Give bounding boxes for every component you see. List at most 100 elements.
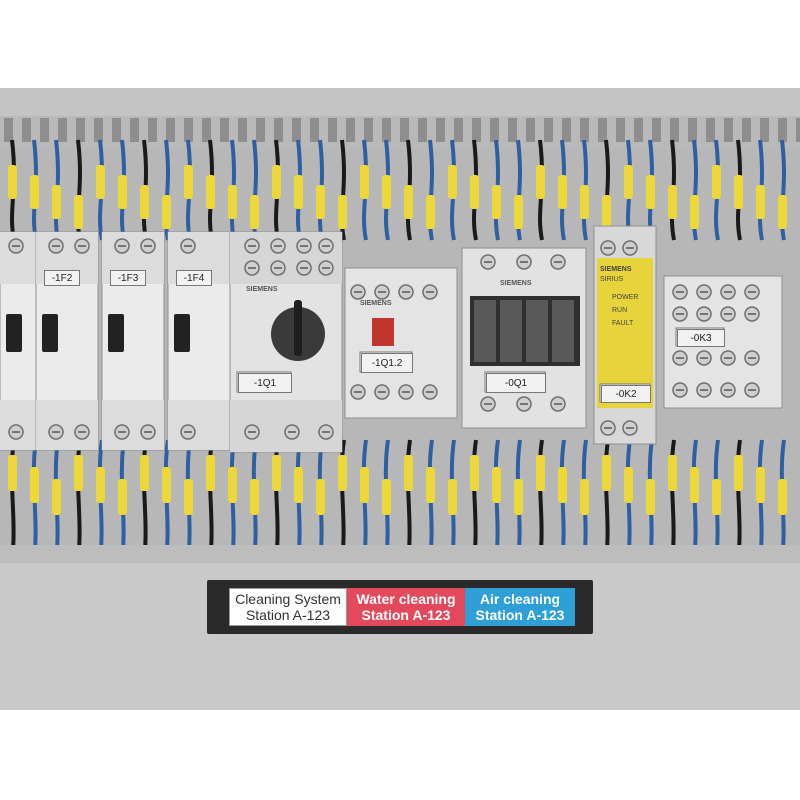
wire-marker — [250, 195, 259, 229]
wire-marker — [646, 175, 655, 209]
breaker-tag-1f4: -1F4 — [176, 270, 212, 286]
label-water-cleaning-line2: Station A-123 — [361, 607, 451, 623]
brand-label-contactor-small: SIEMENS — [360, 300, 392, 307]
wire-marker — [690, 195, 699, 229]
wire-marker — [734, 455, 743, 491]
cabinet-top-frame — [0, 88, 800, 116]
wire-marker — [448, 165, 457, 199]
wire-marker — [206, 175, 215, 209]
wire-marker — [536, 455, 545, 491]
wire-marker — [206, 455, 215, 491]
wire-marker — [140, 185, 149, 219]
wire-marker — [690, 467, 699, 503]
wire-marker — [492, 185, 501, 219]
breaker-unit — [101, 231, 165, 451]
wire-marker — [602, 455, 611, 491]
wire-marker — [118, 175, 127, 209]
wire-marker — [52, 185, 61, 219]
wire-marker — [184, 165, 193, 199]
wire-marker — [228, 185, 237, 219]
lower-cable-duct — [0, 545, 800, 565]
safety-relay-fault: FAULT — [612, 320, 634, 327]
wire-marker — [316, 479, 325, 515]
safety-relay — [593, 225, 657, 445]
wire-marker — [30, 467, 39, 503]
wire-marker — [668, 455, 677, 491]
breaker-unit — [35, 231, 99, 451]
wire-marker — [778, 195, 787, 229]
safety-relay-brand: SIEMENS — [600, 266, 632, 273]
contactor-large-tag: -0Q1 — [486, 373, 546, 393]
safety-relay-run: RUN — [612, 307, 628, 314]
wire-marker — [448, 479, 457, 515]
motor-starter-tag: -1Q1 — [238, 373, 292, 393]
breaker-unit — [167, 231, 231, 451]
terminal-screws — [8, 238, 760, 440]
wire-marker — [668, 185, 677, 219]
wire-marker — [360, 467, 369, 503]
breaker-tag-1f3: -1F3 — [110, 270, 146, 286]
wire-marker — [646, 479, 655, 515]
wire-marker — [756, 467, 765, 503]
wire-marker — [514, 195, 523, 229]
wire-marker — [558, 467, 567, 503]
label-cleaning-system-line1: Cleaning System — [235, 591, 341, 607]
wire-marker — [624, 165, 633, 199]
label-water-cleaning-line1: Water cleaning — [356, 591, 456, 607]
label-air-cleaning-line2: Station A-123 — [475, 607, 565, 623]
wire-marker — [382, 479, 391, 515]
wire-marker — [8, 165, 17, 199]
wire-marker — [712, 479, 721, 515]
wire-marker — [118, 479, 127, 515]
upper-cable-duct — [0, 116, 800, 156]
wire-marker — [162, 195, 171, 229]
wire-marker — [96, 467, 105, 503]
wire-marker — [30, 175, 39, 209]
wire-marker — [558, 175, 567, 209]
wire-marker — [316, 185, 325, 219]
contactor-large — [461, 247, 587, 429]
wire-marker — [228, 467, 237, 503]
wire-marker — [74, 455, 83, 491]
wire-marker — [492, 467, 501, 503]
circuit-breakers — [0, 231, 231, 451]
label-air-cleaning-line1: Air cleaning — [479, 591, 561, 607]
wire-marker — [536, 165, 545, 199]
wire-marker — [338, 195, 347, 229]
wire-marker — [338, 455, 347, 491]
aux-contactor-tag: -0K3 — [677, 329, 725, 347]
wire-marker — [382, 175, 391, 209]
label-cleaning-system-line2: Station A-123 — [245, 607, 331, 623]
wire-marker — [162, 467, 171, 503]
wire-marker — [8, 455, 17, 491]
wire-marker — [580, 479, 589, 515]
breaker-tag-1f2: -1F2 — [44, 270, 80, 286]
wire-marker — [96, 165, 105, 199]
wire-marker — [250, 479, 259, 515]
contactor-small-tag: -1Q1.2 — [361, 353, 413, 373]
wire-marker — [734, 175, 743, 209]
wire-marker — [470, 455, 479, 491]
wire-marker — [294, 467, 303, 503]
wire-marker — [712, 165, 721, 199]
wire-marker — [140, 455, 149, 491]
wire-marker — [580, 185, 589, 219]
wire-marker — [272, 165, 281, 199]
brand-label-contactor-large: SIEMENS — [500, 280, 532, 287]
wire-marker — [426, 195, 435, 229]
wire-marker — [184, 479, 193, 515]
wire-marker — [52, 479, 61, 515]
wire-marker — [404, 455, 413, 491]
wire-marker — [756, 185, 765, 219]
safety-relay-tag: -0K2 — [601, 385, 651, 403]
wire-marker — [514, 479, 523, 515]
wire-marker — [778, 479, 787, 515]
wire-marker — [404, 185, 413, 219]
wire-marker — [602, 195, 611, 229]
wire-marker — [272, 455, 281, 491]
wire-marker — [470, 175, 479, 209]
